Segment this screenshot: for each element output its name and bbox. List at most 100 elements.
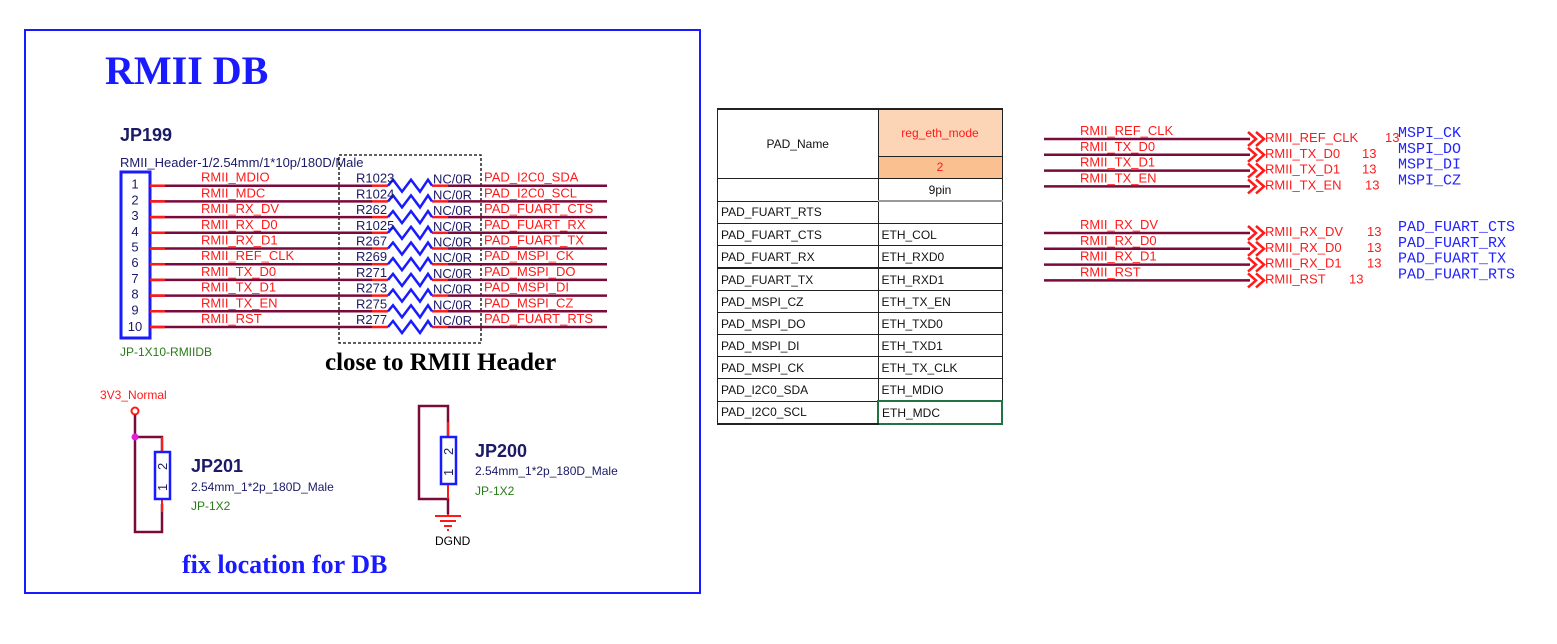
alias-label: MSPI_DI [1398,157,1461,174]
sheet-number: 13 [1385,130,1399,145]
resistor-value: NC/0R [433,250,472,265]
port-label[interactable]: RMII_TX_EN [1265,177,1342,192]
jp200-pin1: 1 [441,469,456,476]
empty-cell[interactable] [717,178,879,202]
resistor-icon[interactable] [387,224,434,241]
jp200-description: 2.54mm_1*2p_180D_Male [475,464,618,478]
pad-label: PAD_FUART_TX [484,233,584,248]
resistor-ref: R269 [356,249,387,264]
header-connector-body[interactable] [119,170,152,340]
col-header-reg-eth-mode[interactable]: reg_eth_mode [877,107,1003,157]
resistor-icon[interactable] [387,303,434,320]
resistor-value: NC/0R [433,172,472,187]
mode-value[interactable]: 2 [877,155,1003,180]
off-sheet-connector-icon[interactable] [1247,178,1266,195]
eth-func-cell[interactable]: ETH_TXD0 [877,312,1003,335]
jp200-pin2: 2 [441,448,456,455]
resistor-icon[interactable] [387,193,434,210]
header-pin-number: 5 [131,240,138,255]
resistor-ref: R275 [356,296,387,311]
off-sheet-connector-icon[interactable] [1247,162,1266,179]
net-label: RMII_RX_D1 [1080,249,1157,264]
sheet-number: 13 [1367,240,1381,255]
sheet-title: RMII DB [105,48,268,93]
resistor-icon[interactable] [387,287,434,304]
resistor-value: NC/0R [433,235,472,250]
pad-name-cell[interactable]: PAD_FUART_RX [717,245,879,269]
header-pin-number: 3 [131,208,138,223]
sheet-number: 13 [1349,271,1363,286]
pad-name-cell[interactable]: PAD_MSPI_DO [717,312,879,335]
alias-label: MSPI_CZ [1398,172,1461,189]
eth-func-cell[interactable] [877,200,1003,224]
off-sheet-connector-icon[interactable] [1247,146,1266,163]
eth-func-cell[interactable]: ETH_COL [877,223,1003,246]
pad-name-cell[interactable]: PAD_FUART_CTS [717,223,879,246]
sheet-number: 13 [1365,177,1379,192]
sheet-number: 13 [1362,146,1376,161]
resistor-ref: R277 [356,312,387,327]
resistor-icon[interactable] [387,240,434,257]
resistor-icon[interactable] [387,177,434,194]
jp200-ref: JP200 [475,441,527,461]
port-label[interactable]: RMII_TX_D0 [1265,146,1340,161]
resistor-icon[interactable] [387,271,434,289]
resistor-value: NC/0R [433,297,472,312]
port-label[interactable]: RMII_RX_D0 [1265,240,1342,255]
jp200-body[interactable] [439,435,458,486]
off-sheet-connector-icon[interactable] [1247,225,1266,241]
pad-name-cell[interactable]: PAD_MSPI_CK [717,356,879,379]
jp201-pin2: 2 [155,463,170,470]
off-sheet-connector-icon[interactable] [1247,256,1266,273]
power-port-icon [130,406,140,416]
port-label[interactable]: RMII_TX_D1 [1265,162,1340,177]
eth-func-cell[interactable]: ETH_MDC [877,400,1003,425]
pad-name-cell[interactable]: PAD_I2C0_SCL [717,400,879,425]
jp200-footprint: JP-1X2 [475,484,515,498]
eth-func-cell[interactable]: ETH_TXD1 [877,334,1003,357]
sheet-number: 13 [1367,256,1381,271]
jp201-body[interactable] [153,450,172,501]
pad-name-cell[interactable]: PAD_MSPI_CZ [717,290,879,313]
header-pin-number: 6 [131,255,138,270]
ground-net-label: DGND [435,534,471,548]
resistor-ref: R1023 [356,171,394,186]
off-sheet-connector-icon[interactable] [1247,240,1266,257]
port-label[interactable]: RMII_RX_D1 [1265,256,1342,271]
resistor-icon[interactable] [387,208,434,226]
eth-func-cell[interactable]: ETH_TX_EN [877,290,1003,313]
pad-name-cell[interactable]: PAD_MSPI_DI [717,334,879,357]
sub-header-9pin[interactable]: 9pin [877,178,1003,202]
pad-name-cell[interactable]: PAD_FUART_RTS [717,200,879,224]
sheet-number: 13 [1362,162,1376,177]
pad-name-cell[interactable]: PAD_FUART_TX [717,267,879,291]
pad-label: PAD_MSPI_CK [484,248,574,263]
header-ref: JP199 [120,125,172,145]
off-sheet-connector-icon[interactable] [1247,272,1266,289]
net-label: RMII_MDIO [201,170,270,185]
pad-label: PAD_FUART_RTS [484,311,593,326]
eth-func-cell[interactable]: ETH_TX_CLK [877,356,1003,379]
pad-name-cell[interactable]: PAD_I2C0_SDA [717,378,879,402]
port-label[interactable]: RMII_RST [1265,271,1326,286]
resistor-icon[interactable] [387,255,434,273]
eth-func-cell[interactable]: ETH_RXD0 [877,245,1003,269]
resistor-icon[interactable] [387,318,434,336]
power-net-label: 3V3_Normal [100,388,167,402]
port-label[interactable]: RMII_RX_DV [1265,224,1343,239]
eth-func-cell[interactable]: ETH_RXD1 [877,267,1003,291]
alias-label: PAD_FUART_CTS [1398,219,1515,236]
eth-func-cell[interactable]: ETH_MDIO [877,378,1003,402]
off-sheet-connector-icon[interactable] [1247,131,1266,147]
resistor-value: NC/0R [433,219,472,234]
port-label[interactable]: RMII_REF_CLK [1265,130,1359,145]
